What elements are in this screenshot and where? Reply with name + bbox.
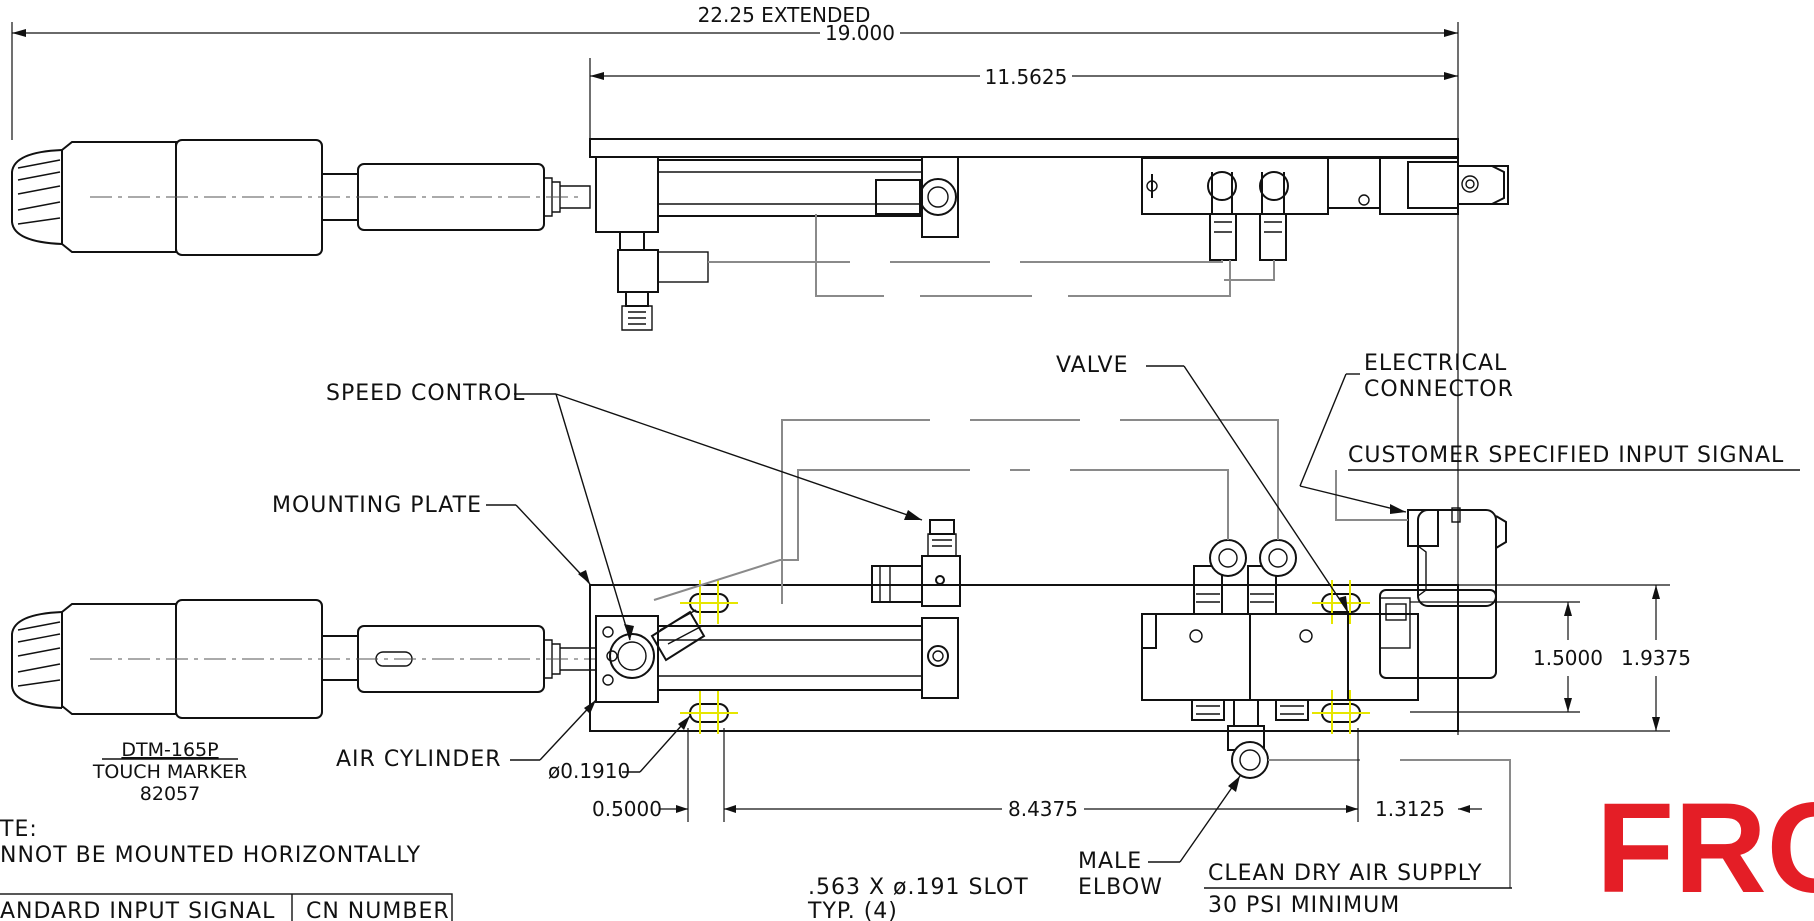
- label-slot-1: .563 X ø.191 SLOT: [808, 875, 1029, 900]
- dim-height-inner: 1.5000: [1533, 646, 1603, 670]
- label-male-elbow-1: MALE: [1078, 849, 1142, 874]
- label-mounting-plate: MOUNTING PLATE: [272, 493, 482, 518]
- notes-area: TE: NNOT BE MOUNTED HORIZONTALLY ANDARD …: [0, 817, 453, 921]
- label-slot-2: TYP. (4): [807, 899, 898, 921]
- dim-height-outer: 1.9375: [1621, 646, 1691, 670]
- dim-extended: 22.25 EXTENDED: [698, 3, 871, 27]
- mounting-slots: [680, 580, 1370, 734]
- front-view: [11, 419, 1670, 888]
- callouts: SPEED CONTROL MOUNTING PLATE AIR CYLINDE…: [92, 351, 1800, 921]
- label-air-pressure: 30 PSI MINIMUM: [1208, 893, 1400, 918]
- label-product: TOUCH MARKER: [92, 761, 247, 783]
- label-air-cylinder: AIR CYLINDER: [336, 747, 502, 772]
- dim-hole-dia: ø0.1910: [548, 759, 630, 783]
- label-valve: VALVE: [1056, 353, 1128, 378]
- label-model: DTM-165P: [121, 739, 218, 761]
- top-dimensions: 22.25 EXTENDED 19.000 11.5625: [11, 3, 1459, 735]
- watermark-text: FRO: [1596, 777, 1814, 920]
- note-text: NNOT BE MOUNTED HORIZONTALLY: [0, 843, 421, 868]
- label-electrical-connector-1: ELECTRICAL: [1364, 351, 1507, 376]
- dim-left-offset: 0.5000: [592, 797, 662, 821]
- hose-gaps: [850, 255, 1400, 767]
- label-customer-signal: CUSTOMER SPECIFIED INPUT SIGNAL: [1348, 443, 1784, 468]
- dim-right-offset: 1.3125: [1375, 797, 1445, 821]
- label-air-supply: CLEAN DRY AIR SUPPLY: [1208, 861, 1482, 886]
- label-electrical-connector-2: CONNECTOR: [1364, 377, 1514, 402]
- label-part-number: 82057: [140, 783, 200, 805]
- dim-slot-span: 8.4375: [1008, 797, 1078, 821]
- note-heading: TE:: [0, 817, 38, 842]
- dim-top-span: 11.5625: [985, 65, 1068, 89]
- table-col-1: ANDARD INPUT SIGNAL: [0, 899, 275, 921]
- label-male-elbow-2: ELBOW: [1078, 875, 1163, 900]
- table-col-2: CN NUMBER: [306, 899, 450, 921]
- dim-overall: 19.000: [825, 21, 895, 45]
- top-view: [11, 138, 1509, 331]
- label-speed-control: SPEED CONTROL: [326, 381, 525, 406]
- lower-dimensions: ø0.1910 0.5000 8.4375 1.3125 1.5000 1.93…: [548, 585, 1691, 822]
